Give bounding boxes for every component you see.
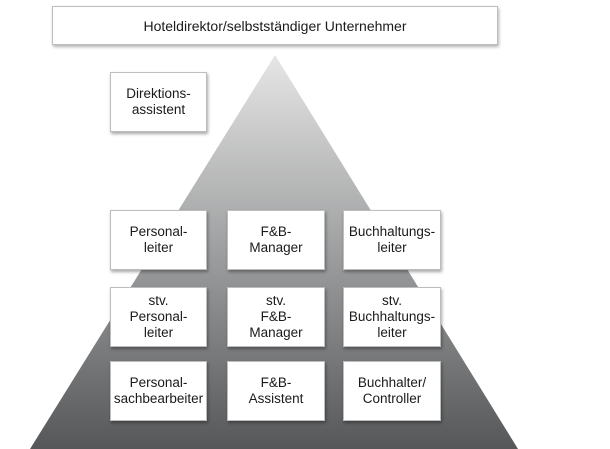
personnel-manager-box: Personal- leiter	[110, 210, 207, 270]
accountant-controller-box: Buchhalter/ Controller	[343, 361, 441, 421]
accounting-manager-box: Buchhaltungs- leiter	[343, 210, 441, 270]
fb-assistant-box: F&B- Assistent	[227, 361, 325, 421]
fb-manager-box: F&B- Manager	[227, 210, 325, 270]
personnel-clerk-box: Personal- sachbearbeiter	[110, 361, 207, 421]
deputy-accounting-manager-box: stv. Buchhaltungs- leiter	[343, 287, 441, 347]
direction-assistant-box: Direktions- assistent	[110, 72, 207, 132]
hotel-director-box: Hoteldirektor/selbstständiger Unternehme…	[52, 6, 498, 45]
deputy-fb-manager-box: stv. F&B- Manager	[227, 287, 325, 347]
deputy-personnel-manager-box: stv. Personal- leiter	[110, 287, 207, 347]
